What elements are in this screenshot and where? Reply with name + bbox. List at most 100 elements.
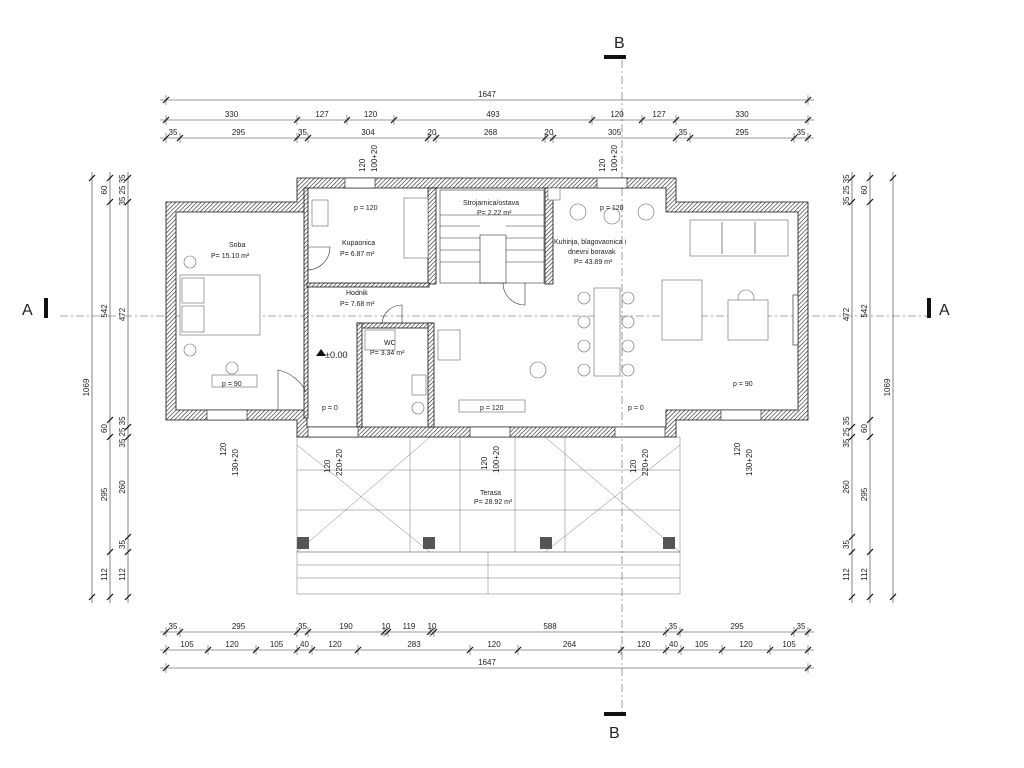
dim-left-outer-tick bbox=[106, 198, 114, 206]
dim-right-outer-tick bbox=[866, 593, 874, 601]
dim-left-outer-label: 60 bbox=[100, 424, 109, 433]
opening-bottom-a-w: 120 bbox=[219, 442, 228, 456]
bathroom-fixtures bbox=[311, 197, 461, 415]
dim-bottom-row1-label: 10 bbox=[382, 622, 391, 631]
terrace-pergola bbox=[296, 436, 681, 595]
dim-right-inner-tick bbox=[848, 433, 856, 441]
dim-right-inner-tick bbox=[848, 533, 856, 541]
wc-name: WC bbox=[384, 340, 396, 347]
dim-left-inner-label: 35 25 35 bbox=[118, 174, 127, 206]
parapet-2: p = 120 bbox=[600, 205, 624, 212]
parapet-7: p = 90 bbox=[733, 381, 753, 388]
dim-bottom-row2-label: 120 bbox=[487, 640, 501, 649]
section-label-a-left: A bbox=[22, 302, 33, 319]
dim-right-outer-tick bbox=[866, 174, 874, 182]
dim-right-inner-label: 35 25 35 bbox=[842, 174, 851, 206]
kupaonica-area: P= 6.87 m² bbox=[340, 251, 375, 258]
dim-top-row2-label: 493 bbox=[486, 110, 500, 119]
dim-top-row3-label: 305 bbox=[608, 128, 622, 137]
dim-right-outer-label: 112 bbox=[860, 568, 869, 581]
hodnik-area: P= 7.68 m² bbox=[340, 301, 375, 308]
dim-left-outer-tick bbox=[106, 593, 114, 601]
dim-bottom-row2-label: 105 bbox=[180, 640, 194, 649]
section-label-a-right: A bbox=[939, 302, 950, 319]
dim-right-inner-label: 35 25 35 bbox=[842, 416, 851, 448]
dim-left-outer-label: 112 bbox=[100, 568, 109, 581]
dim-left-inner-label: 472 bbox=[118, 307, 127, 321]
opening-terrace-b-w: 120 bbox=[480, 456, 489, 470]
dim-top-row3-label: 295 bbox=[232, 128, 246, 137]
dim-right-outer-label: 542 bbox=[860, 304, 869, 318]
dim-left-inner-tick bbox=[124, 533, 132, 541]
section-label-b-top: B bbox=[614, 35, 625, 52]
dim-left-inner-label: 35 bbox=[118, 540, 127, 549]
dim-right-inner-tick bbox=[848, 548, 856, 556]
dim-right-inner-tick bbox=[848, 198, 856, 206]
dim-top-row3-label: 304 bbox=[361, 128, 375, 137]
dim-right-inner-tick bbox=[848, 593, 856, 601]
opening-top-b-h: 100+20 bbox=[610, 145, 619, 172]
level-mark: ±0.00 bbox=[325, 350, 347, 360]
dim-top-row3-label: 35 bbox=[169, 128, 178, 137]
terasa-area: P= 28.92 m² bbox=[474, 499, 513, 506]
dim-left-total-tick bbox=[88, 174, 96, 182]
opening-terrace-a-w: 120 bbox=[323, 459, 332, 473]
dim-bottom-row2-label: 120 bbox=[739, 640, 753, 649]
soba-name: Soba bbox=[229, 242, 245, 249]
dim-left-inner-label: 35 25 35 bbox=[118, 416, 127, 448]
level-marker-icon bbox=[316, 349, 326, 356]
dim-bottom-row2-label: 40 bbox=[300, 640, 309, 649]
parapet-5: p = 120 bbox=[480, 405, 504, 412]
bedroom-furniture bbox=[179, 255, 261, 388]
opening-terrace-b-h: 100+20 bbox=[492, 446, 501, 473]
dim-right-outer-tick bbox=[866, 198, 874, 206]
section-marker-b-top: B bbox=[604, 35, 626, 59]
dim-right-total-label: 1069 bbox=[883, 378, 892, 396]
opening-bottom-b-h: 130+20 bbox=[745, 449, 754, 476]
dim-left-total-label: 1069 bbox=[82, 378, 91, 396]
opening-bottom-a-h: 130+20 bbox=[231, 449, 240, 476]
dim-bottom-row2-label: 120 bbox=[637, 640, 651, 649]
dim-bottom-row1-label: 190 bbox=[339, 622, 353, 631]
hodnik-name: Hodnik bbox=[346, 290, 368, 297]
parapet-3: p = 90 bbox=[222, 381, 242, 388]
dim-right-inner-label: 260 bbox=[842, 480, 851, 494]
dim-left-outer-tick bbox=[106, 548, 114, 556]
dim-bottom-row1-label: 35 bbox=[797, 622, 806, 631]
dim-bottom-row2-label: 120 bbox=[225, 640, 239, 649]
dim-top-row2-label: 120 bbox=[610, 110, 624, 119]
dim-bottom-row2-label: 120 bbox=[328, 640, 342, 649]
dim-top-total-label: 1647 bbox=[478, 90, 496, 99]
dim-right-outer-tick bbox=[866, 416, 874, 424]
section-marker-a-right: A bbox=[927, 298, 950, 319]
dim-bottom-row1-label: 295 bbox=[232, 622, 246, 631]
dim-right-inner-tick bbox=[848, 423, 856, 431]
opening-dims: 120 100+20 120 100+20 120 130+20 120 130… bbox=[219, 145, 754, 476]
terasa-name: Terasa bbox=[480, 490, 501, 497]
section-marker-a-left: A bbox=[22, 298, 48, 319]
dim-right-inner-label: 472 bbox=[842, 307, 851, 321]
kuhinja-area: P= 43.89 m² bbox=[574, 259, 613, 266]
dim-right-outer-tick bbox=[866, 548, 874, 556]
dim-right-inner-tick bbox=[848, 174, 856, 182]
dim-top-row3-label: 35 bbox=[797, 128, 806, 137]
dim-bottom-row2-label: 105 bbox=[695, 640, 709, 649]
opening-terrace-c-w: 120 bbox=[629, 459, 638, 473]
dim-bottom-row1-label: 10 bbox=[428, 622, 437, 631]
dim-bottom-row1-label: 119 bbox=[403, 622, 416, 631]
dim-top-row3-label: 295 bbox=[735, 128, 749, 137]
windows bbox=[206, 177, 799, 438]
dim-top-row3-label: 35 bbox=[679, 128, 688, 137]
dim-left-inner-tick bbox=[124, 548, 132, 556]
dim-left-inner-tick bbox=[124, 593, 132, 601]
dim-bottom-total-label: 1647 bbox=[478, 658, 496, 667]
dim-top-row3-label: 20 bbox=[545, 128, 554, 137]
doors bbox=[277, 246, 526, 410]
opening-bottom-b-w: 120 bbox=[733, 442, 742, 456]
section-marker-b-bottom: B bbox=[604, 712, 626, 742]
dim-top-row2-label: 330 bbox=[225, 110, 239, 119]
dim-top-row2-label: 127 bbox=[315, 110, 329, 119]
dim-left-total-tick bbox=[88, 593, 96, 601]
